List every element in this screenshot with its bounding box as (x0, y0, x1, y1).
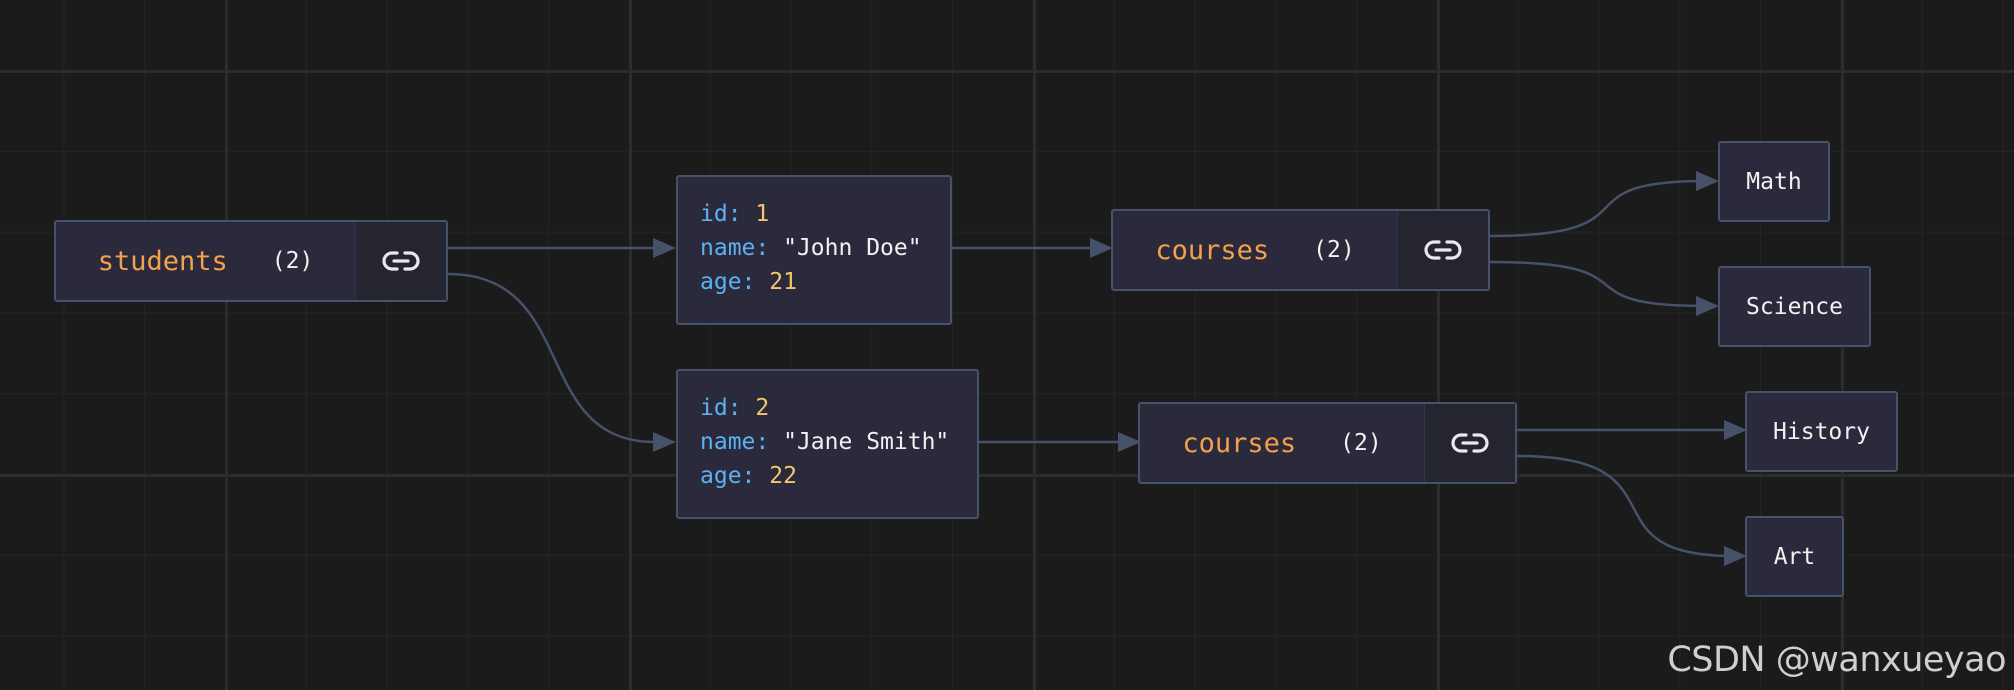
arrowhead (1724, 420, 1747, 440)
expand-link-button[interactable] (1397, 211, 1488, 289)
field-value: "Jane Smith" (783, 429, 950, 455)
array-key: courses (1182, 427, 1297, 459)
field-row: name: "Jane Smith" (700, 425, 955, 459)
course-name: History (1773, 418, 1870, 445)
array-count: (2) (1340, 430, 1382, 456)
link-icon (1451, 433, 1489, 453)
arrowhead (1090, 238, 1113, 258)
students-node-label: students (2) (56, 222, 355, 300)
courses-node-label: courses (2) (1113, 211, 1397, 289)
student-object-node[interactable]: id: 2 name: "Jane Smith" age: 22 (676, 369, 979, 519)
edge-courses-2-to-art (1516, 454, 1734, 558)
field-key: id: (700, 395, 742, 421)
course-name: Math (1746, 168, 1802, 195)
arrowhead (1118, 432, 1141, 452)
array-count: (2) (1313, 237, 1355, 263)
field-value: 1 (755, 201, 770, 227)
arrowhead (1724, 546, 1747, 566)
field-value: 22 (769, 463, 797, 489)
edge-students-to-student-2 (447, 272, 656, 444)
field-row: name: "John Doe" (700, 231, 928, 265)
link-icon (382, 251, 420, 271)
field-value: 21 (769, 269, 797, 295)
field-key: age: (700, 463, 756, 489)
course-leaf-node[interactable]: Science (1718, 266, 1871, 347)
course-leaf-node[interactable]: Math (1718, 141, 1830, 222)
course-name: Art (1773, 543, 1816, 570)
array-key: students (97, 245, 228, 277)
edge-courses-1-to-math (1489, 179, 1706, 238)
field-key: id: (700, 201, 742, 227)
expand-link-button[interactable] (355, 222, 446, 300)
field-row: age: 21 (700, 265, 928, 299)
courses-node-label: courses (2) (1140, 404, 1424, 482)
watermark-text: CSDN @wanxueyao (1667, 640, 2006, 680)
field-value: 2 (755, 395, 770, 421)
field-value: "John Doe" (783, 235, 922, 261)
expand-link-button[interactable] (1424, 404, 1515, 482)
courses-array-node[interactable]: courses (2) (1138, 402, 1517, 484)
array-key: courses (1155, 234, 1270, 266)
course-leaf-node[interactable]: Art (1745, 516, 1844, 597)
link-icon (1424, 240, 1462, 260)
student-object-node[interactable]: id: 1 name: "John Doe" age: 21 (676, 175, 952, 325)
courses-array-node[interactable]: courses (2) (1111, 209, 1490, 291)
arrowhead (653, 238, 676, 258)
edge-courses-1-to-science (1489, 260, 1706, 308)
field-row: id: 2 (700, 391, 955, 425)
arrowhead (1696, 171, 1719, 191)
field-row: age: 22 (700, 459, 955, 493)
field-key: name: (700, 235, 770, 261)
course-name: Science (1746, 293, 1843, 320)
arrowhead (1696, 296, 1719, 316)
field-key: age: (700, 269, 756, 295)
field-row: id: 1 (700, 197, 928, 231)
arrowhead (653, 432, 676, 452)
course-leaf-node[interactable]: History (1745, 391, 1898, 472)
field-key: name: (700, 429, 770, 455)
students-array-node[interactable]: students (2) (54, 220, 448, 302)
array-count: (2) (271, 248, 314, 274)
